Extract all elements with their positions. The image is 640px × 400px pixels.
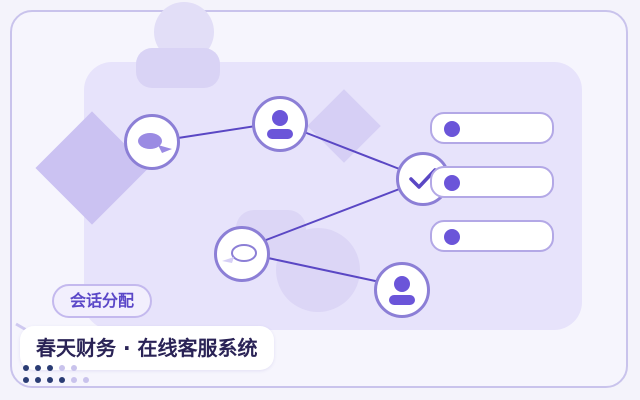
chat-node-bottom bbox=[214, 226, 270, 282]
chat-bubble-icon bbox=[138, 133, 172, 153]
check-icon bbox=[409, 168, 437, 189]
agent-node-top bbox=[252, 96, 308, 152]
section-tag: 会话分配 bbox=[52, 284, 153, 318]
decorative-dots bbox=[23, 365, 89, 383]
agent-node-bottom bbox=[374, 262, 430, 318]
form-field-3 bbox=[430, 220, 554, 252]
form-field-icon bbox=[444, 229, 460, 245]
decorative-circle-2 bbox=[276, 228, 360, 312]
decorative-pill bbox=[136, 48, 220, 88]
chat-node-top bbox=[124, 114, 180, 170]
form-field-2 bbox=[430, 166, 554, 198]
form-field-icon bbox=[444, 175, 460, 191]
user-icon bbox=[389, 276, 415, 305]
page-title: 春天财务 · 在线客服系统 bbox=[20, 326, 274, 370]
form-field-1 bbox=[430, 112, 554, 144]
form-field-icon bbox=[444, 121, 460, 137]
user-icon bbox=[267, 110, 293, 139]
chat-bubble-icon bbox=[222, 244, 257, 263]
